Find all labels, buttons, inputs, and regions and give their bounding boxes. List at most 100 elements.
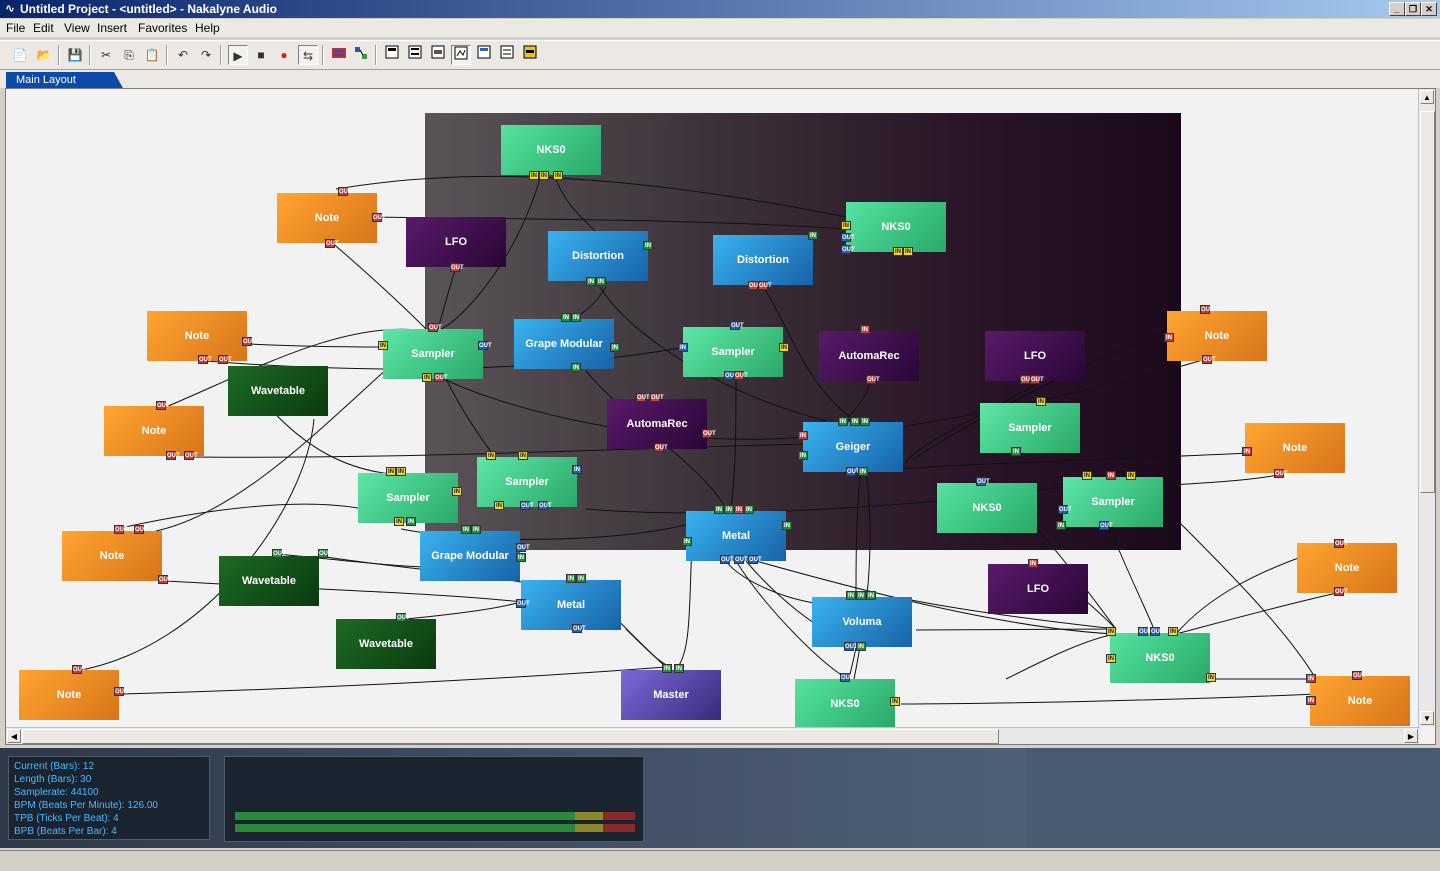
node-automarec-a[interactable]: AutomaRec xyxy=(819,331,919,381)
port-in[interactable]: IN xyxy=(1082,471,1092,480)
port-in[interactable]: IN xyxy=(572,465,582,474)
port-out[interactable]: OUT xyxy=(478,341,492,350)
node-nks0-e[interactable]: NKS0 xyxy=(795,679,895,729)
port-out[interactable]: OUT xyxy=(1352,671,1366,680)
port-in[interactable]: IN xyxy=(539,171,549,180)
node-sampler-f[interactable]: Sampler xyxy=(1063,477,1163,527)
port-in[interactable]: IN xyxy=(893,247,903,256)
port-out[interactable]: OUT xyxy=(1200,305,1214,314)
port-out[interactable]: OUT xyxy=(1202,355,1216,364)
modules-icon[interactable] xyxy=(351,45,371,65)
port-in[interactable]: IN xyxy=(394,517,404,526)
port-in[interactable]: IN xyxy=(678,343,688,352)
layout-7-icon[interactable] xyxy=(520,45,540,65)
port-in[interactable]: IN xyxy=(610,343,620,352)
node-distortion-b[interactable]: Distortion xyxy=(713,235,813,285)
port-in[interactable]: IN xyxy=(1242,447,1252,456)
port-in[interactable]: IN xyxy=(1306,696,1316,705)
tab-main-layout[interactable]: Main Layout xyxy=(6,72,124,90)
port-in[interactable]: IN xyxy=(561,313,571,322)
port-in[interactable]: IN xyxy=(1126,471,1136,480)
undo-icon[interactable]: ↶ xyxy=(177,48,189,62)
horizontal-scroll-thumb[interactable] xyxy=(22,729,999,744)
vertical-scroll-thumb[interactable] xyxy=(1420,111,1435,493)
node-sampler-c[interactable]: Sampler xyxy=(980,403,1080,453)
port-in[interactable]: IN xyxy=(461,525,471,534)
menu-edit[interactable]: Edit xyxy=(33,21,54,35)
port-in[interactable]: IN xyxy=(674,664,684,673)
paste-icon[interactable]: 📋 xyxy=(144,48,160,62)
port-in[interactable]: IN xyxy=(1028,559,1038,568)
node-wavetable-c[interactable]: Wavetable xyxy=(336,619,436,669)
play-icon[interactable]: ▶ xyxy=(228,45,248,65)
cut-icon[interactable]: ✂ xyxy=(100,48,112,62)
port-out[interactable]: OUT xyxy=(734,371,748,380)
port-out[interactable]: OUT xyxy=(748,281,762,290)
port-in[interactable]: IN xyxy=(1106,654,1116,663)
port-in[interactable]: IN xyxy=(856,591,866,600)
port-in[interactable]: IN xyxy=(386,467,396,476)
port-in[interactable]: IN xyxy=(782,521,792,530)
layout-3-icon[interactable] xyxy=(428,45,448,65)
port-out[interactable]: OUT xyxy=(730,321,744,330)
loop-icon[interactable]: ⇆ xyxy=(298,45,318,65)
port-out[interactable]: OUT xyxy=(650,393,664,402)
node-automarec-b[interactable]: AutomaRec xyxy=(607,399,707,449)
node-lfo-b[interactable]: LFO xyxy=(985,331,1085,381)
port-out[interactable]: OUT xyxy=(1099,521,1113,530)
node-note-d[interactable]: Note xyxy=(62,531,162,581)
port-in[interactable]: IN xyxy=(553,171,563,180)
port-in[interactable]: IN xyxy=(1106,627,1116,636)
port-out[interactable]: OUT xyxy=(72,665,86,674)
port-in[interactable]: IN xyxy=(516,553,526,562)
port-out[interactable]: OUT xyxy=(184,451,198,460)
port-out[interactable]: OUT xyxy=(1274,469,1288,478)
port-out[interactable]: OUT xyxy=(841,233,855,242)
modular-workspace[interactable]: NKS0 Note LFO Distortion Distortion NKS0… xyxy=(5,88,1436,745)
horizontal-scrollbar[interactable]: ◀ ▶ xyxy=(6,727,1420,744)
node-nks0-d[interactable]: NKS0 xyxy=(1110,633,1210,683)
port-in[interactable]: IN xyxy=(798,431,808,440)
node-note-r3[interactable]: Note xyxy=(1297,543,1397,593)
port-in[interactable]: IN xyxy=(858,467,868,476)
node-note-r4[interactable]: Note xyxy=(1310,676,1410,726)
port-in[interactable]: IN xyxy=(890,697,900,706)
port-out[interactable]: OUT xyxy=(166,451,180,460)
port-out[interactable]: OUT xyxy=(1030,375,1044,384)
port-in[interactable]: IN xyxy=(586,277,596,286)
port-in[interactable]: IN xyxy=(1106,471,1116,480)
stop-icon[interactable]: ■ xyxy=(257,48,265,62)
scroll-right-icon[interactable]: ▶ xyxy=(1404,729,1418,743)
port-out[interactable]: OUT xyxy=(272,549,286,558)
port-out[interactable]: OUT xyxy=(520,501,534,510)
port-out[interactable]: OUT xyxy=(654,443,668,452)
port-out[interactable]: OUT xyxy=(636,393,650,402)
port-out[interactable]: OUT xyxy=(434,373,448,382)
port-out[interactable]: OUT xyxy=(720,555,734,564)
node-note-r2[interactable]: Note xyxy=(1245,423,1345,473)
port-out[interactable]: OUT xyxy=(976,477,990,486)
port-out[interactable]: OUT xyxy=(516,543,530,552)
vertical-scrollbar[interactable]: ▲ ▼ xyxy=(1418,89,1435,727)
node-grape-modular-b[interactable]: Grape Modular xyxy=(420,531,520,581)
port-in[interactable]: IN xyxy=(494,501,504,510)
port-out[interactable]: OUT xyxy=(134,525,148,534)
port-out[interactable]: OUT xyxy=(1150,627,1164,636)
port-in[interactable]: IN xyxy=(1168,627,1178,636)
port-in[interactable]: IN xyxy=(378,341,388,350)
scroll-left-icon[interactable]: ◀ xyxy=(7,729,21,743)
port-out[interactable]: OUT xyxy=(396,613,410,622)
port-in[interactable]: IN xyxy=(744,505,754,514)
port-out[interactable]: OUT xyxy=(338,187,352,196)
port-in[interactable]: IN xyxy=(866,591,876,600)
layout-6-icon[interactable] xyxy=(497,45,517,65)
node-lfo-a[interactable]: LFO xyxy=(406,217,506,267)
node-nks0-top[interactable]: NKS0 xyxy=(501,125,601,175)
node-note-c[interactable]: Note xyxy=(104,406,204,456)
port-out[interactable]: OUT xyxy=(318,549,332,558)
port-in[interactable]: IN xyxy=(452,487,462,496)
port-out[interactable]: OUT xyxy=(114,687,128,696)
node-grape-modular-a[interactable]: Grape Modular xyxy=(514,319,614,369)
port-in[interactable]: IN xyxy=(903,247,913,256)
port-out[interactable]: OUT xyxy=(1334,539,1348,548)
